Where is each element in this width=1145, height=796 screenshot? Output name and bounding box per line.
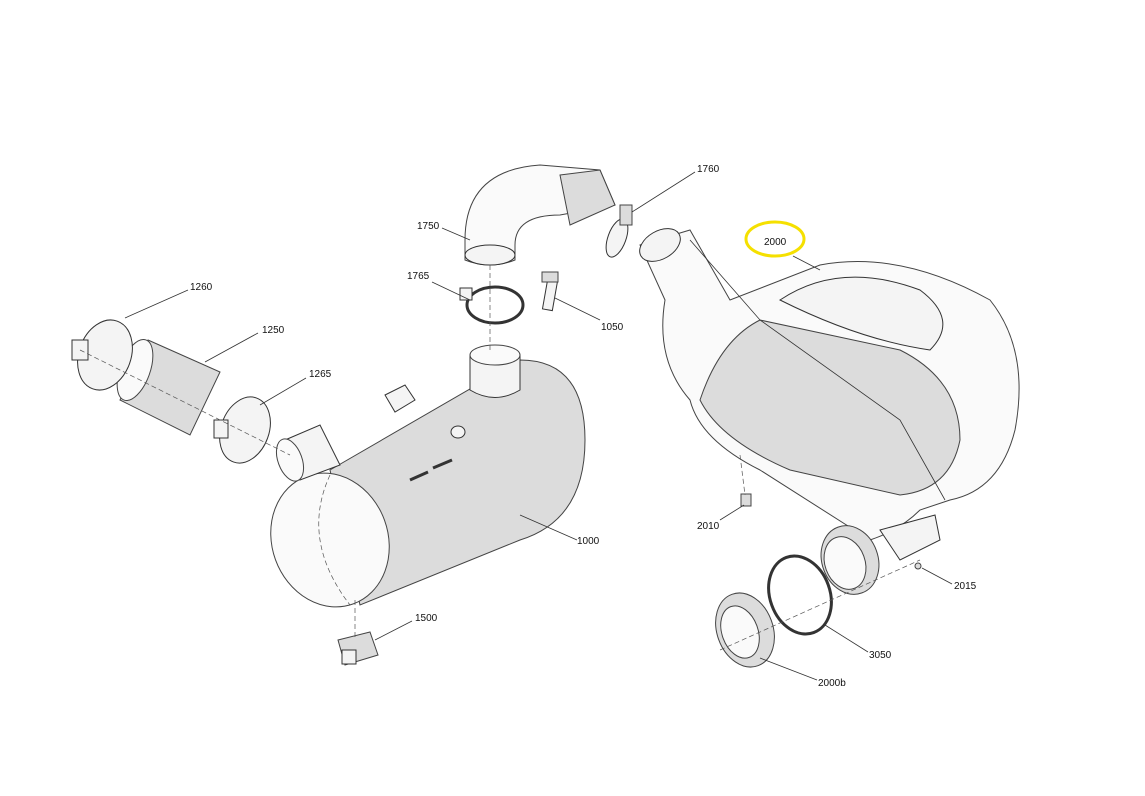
callout-2000[interactable]: 2000 xyxy=(764,237,787,248)
highlight-circle xyxy=(744,220,806,258)
part-2015-screw[interactable] xyxy=(914,562,922,570)
part-1765-clamp[interactable] xyxy=(459,285,525,325)
leader-lines xyxy=(124,171,953,681)
callout-1260[interactable]: 1260 xyxy=(190,282,213,293)
callout-1265[interactable]: 1265 xyxy=(309,369,332,380)
part-2000b-nut[interactable] xyxy=(706,585,785,676)
callout-3050[interactable]: 3050 xyxy=(869,650,892,661)
part-outlet-threads xyxy=(820,514,941,595)
part-1750-elbow[interactable] xyxy=(464,164,616,266)
part-1050-sensor[interactable] xyxy=(541,271,559,312)
part-3050-gasket[interactable] xyxy=(758,547,842,643)
part-1500-bracket[interactable] xyxy=(337,631,379,666)
part-2010-plug[interactable] xyxy=(740,493,752,507)
callout-1760[interactable]: 1760 xyxy=(697,164,720,175)
callout-1250[interactable]: 1250 xyxy=(262,325,285,336)
callout-2010[interactable]: 2010 xyxy=(697,521,720,532)
callout-1000[interactable]: 1000 xyxy=(577,536,600,547)
callout-1750[interactable]: 1750 xyxy=(417,221,440,232)
part-1000-muffler[interactable] xyxy=(252,344,586,624)
callout-2000b[interactable]: 2000b xyxy=(818,678,846,689)
part-1760-clamp[interactable] xyxy=(602,204,633,260)
callout-1765[interactable]: 1765 xyxy=(407,271,430,282)
callout-1500[interactable]: 1500 xyxy=(415,613,438,624)
part-1260-clamp[interactable] xyxy=(68,312,141,397)
callout-1050[interactable]: 1050 xyxy=(601,322,624,333)
callout-2015[interactable]: 2015 xyxy=(954,581,977,592)
part-1265-clamp[interactable] xyxy=(211,390,279,470)
part-2000-airbox[interactable] xyxy=(634,222,1020,541)
